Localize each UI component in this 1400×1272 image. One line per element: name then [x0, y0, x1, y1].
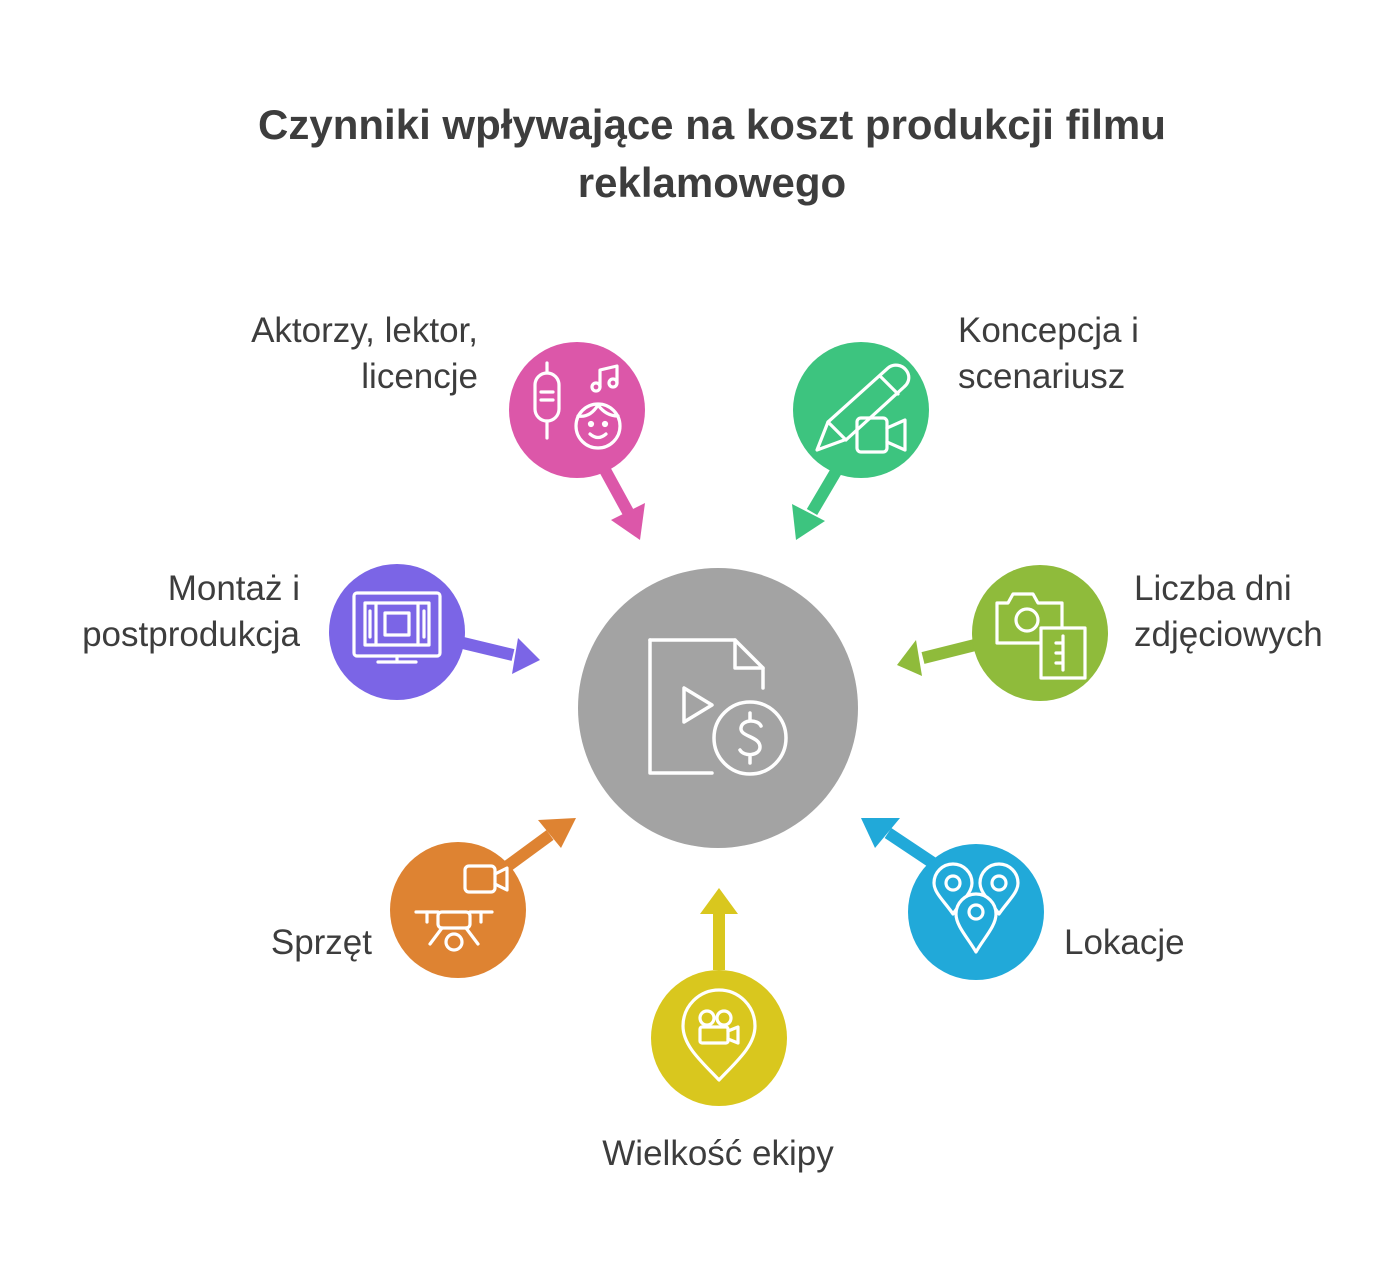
microphone-music-face-icon — [533, 361, 622, 450]
label-koncepcja: Koncepcja i scenariusz — [958, 308, 1258, 400]
label-lokacje: Lokacje — [1064, 920, 1304, 966]
arrow-lokacje — [861, 818, 940, 870]
label-sprzet: Sprzęt — [150, 920, 372, 966]
label-montaz-line-1: Montaż i — [167, 569, 300, 608]
node-dni — [972, 565, 1108, 701]
location-pins-icon — [932, 862, 1020, 954]
title-line-1: Czynniki wpływające na koszt produkcji f… — [258, 101, 1166, 148]
label-koncepcja-line-1: Koncepcja i — [958, 311, 1139, 350]
arrow-aktorzy — [599, 467, 645, 540]
label-dni-line-2: zdjęciowych — [1134, 615, 1323, 654]
video-file-cost-icon — [648, 638, 788, 776]
node-koncepcja — [793, 342, 929, 478]
camera-pin-icon — [681, 988, 757, 1082]
node-montaz — [329, 564, 465, 700]
label-dni: Liczba dni zdjęciowych — [1134, 566, 1394, 658]
node-lokacje — [908, 844, 1044, 980]
label-aktorzy-line-1: Aktorzy, lektor, — [251, 311, 478, 350]
label-montaz: Montaż i postprodukcja — [20, 566, 300, 658]
arrow-montaz — [461, 637, 540, 674]
pencil-camera-icon — [815, 363, 911, 454]
title-line-2: reklamowego — [577, 159, 847, 206]
label-lokacje-line-1: Lokacje — [1064, 923, 1185, 962]
arrow-ekipa — [700, 888, 738, 970]
monitor-film-icon — [352, 591, 442, 664]
label-aktorzy-line-2: licencje — [361, 357, 478, 396]
arrow-sprzet — [501, 818, 576, 873]
center-node — [578, 568, 858, 848]
label-dni-line-1: Liczba dni — [1134, 569, 1292, 608]
label-ekipa-line-1: Wielkość ekipy — [602, 1134, 834, 1173]
diagram-title: Czynniki wpływające na koszt produkcji f… — [100, 96, 1324, 212]
arrow-dni — [897, 639, 977, 676]
drone-camera-icon — [414, 864, 509, 952]
camera-notebook-icon — [995, 592, 1087, 680]
label-aktorzy: Aktorzy, lektor, licencje — [150, 308, 478, 400]
arrow-koncepcja — [792, 464, 844, 540]
node-aktorzy — [509, 342, 645, 478]
label-koncepcja-line-2: scenariusz — [958, 357, 1126, 396]
label-sprzet-line-1: Sprzęt — [270, 923, 372, 962]
label-montaz-line-2: postprodukcja — [82, 615, 300, 654]
label-ekipa: Wielkość ekipy — [518, 1131, 918, 1177]
node-sprzet — [390, 842, 526, 978]
node-ekipa — [651, 970, 787, 1106]
